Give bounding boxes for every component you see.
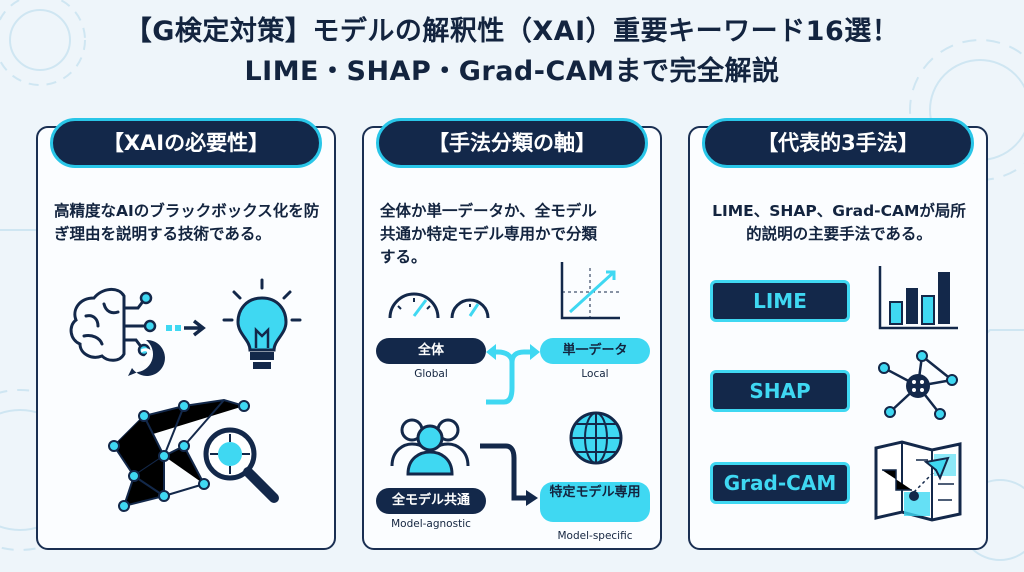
globe-icon xyxy=(569,411,623,465)
panel-heading: 【代表的3手法】 xyxy=(702,118,974,168)
model-agnostic-sub: Model-agnostic xyxy=(391,518,471,530)
gauge-icon xyxy=(388,292,490,319)
split-arrow-icon xyxy=(486,344,540,405)
people-icon xyxy=(390,418,470,476)
bar-chart-icon xyxy=(878,266,958,330)
model-specific-pill: 特定モデル専用 xyxy=(540,482,650,522)
local-pill: 単一データ xyxy=(540,338,650,364)
arrow-right-icon xyxy=(166,319,206,337)
global-sub: Global xyxy=(414,368,448,380)
map-icon xyxy=(874,440,962,522)
panel-description: LIME、SHAP、Grad-CAMが局所的説明の主要手法である。 xyxy=(712,202,966,243)
panel-heading: 【手法分類の軸】 xyxy=(376,118,648,168)
svg-text:?: ? xyxy=(140,346,153,371)
method-shap: SHAP xyxy=(710,370,850,412)
network-node-icon xyxy=(878,350,958,420)
question-icon: ? xyxy=(128,339,165,376)
method-lime: LIME xyxy=(710,280,850,322)
model-specific-sub: Model-specific xyxy=(557,530,633,542)
panel-description: 全体か単一データか、全モデル共通か特定モデル専用かで分類する。 xyxy=(380,202,598,266)
title-line-2: LIME・SHAP・Grad-CAMまで完全解説 xyxy=(244,56,780,87)
panel-method-classification: 【手法分類の軸】 全体か単一データか、全モデル共通か特定モデル専用かで分類する。… xyxy=(362,118,662,550)
magnifier-icon xyxy=(203,427,279,503)
model-agnostic-pill: 全モデル共通 xyxy=(376,488,486,514)
network-icon xyxy=(108,398,250,512)
merge-arrow-icon xyxy=(480,443,538,506)
panel-description: 高精度なAIのブラックボックス化を防ぎ理由を説明する技術である。 xyxy=(54,202,320,243)
method-grad-cam: Grad-CAM xyxy=(710,462,850,504)
panel-heading: 【XAIの必要性】 xyxy=(50,118,322,168)
global-pill: 全体 xyxy=(376,338,486,364)
lightbulb-icon xyxy=(222,278,302,369)
panel-xai-necessity: 【XAIの必要性】 高精度なAIのブラックボックス化を防ぎ理由を説明する技術であ… xyxy=(36,118,336,550)
local-sub: Local xyxy=(581,368,609,380)
line-chart-icon xyxy=(560,262,620,320)
brain-icon xyxy=(69,288,157,362)
page-title: 【G検定対策】モデルの解釈性（XAI）重要キーワード16選！ LIME・SHAP… xyxy=(0,12,1024,92)
panel-representative-methods: 【代表的3手法】 LIME、SHAP、Grad-CAMが局所的説明の主要手法であ… xyxy=(688,118,988,550)
title-line-1: 【G検定対策】モデルの解釈性（XAI）重要キーワード16選！ xyxy=(124,16,900,47)
